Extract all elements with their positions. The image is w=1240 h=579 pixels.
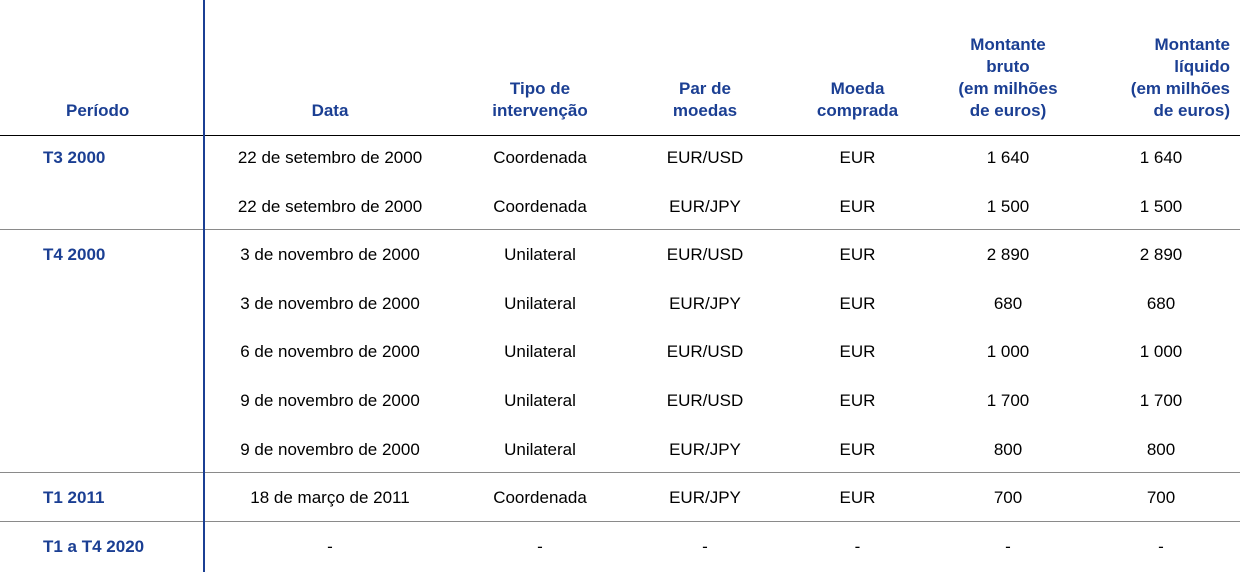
cell-montante-liquido-row-6: 1 700 — [1139, 391, 1183, 410]
cell-montante-bruto-row-4: 680 — [993, 293, 1023, 313]
cell-montante-liquido-row-1: 1 640 — [1139, 148, 1183, 167]
cell-data-row-7: 9 de novembro de 2000 — [240, 439, 420, 459]
header-montante-liquido: Montante líquido (em milhões de euros) — [1130, 35, 1230, 120]
group-separator-1 — [0, 229, 1240, 230]
header-periodo: Período — [66, 101, 130, 120]
cell-montante-bruto-row-9: - — [1005, 536, 1011, 556]
cell-moeda-comprada-row-7: EUR — [839, 439, 876, 459]
cell-moeda-comprada-row-1: EUR — [839, 148, 876, 167]
period-label-t1-2011: T1 2011 — [43, 488, 105, 508]
cell-data-row-6: 9 de novembro de 2000 — [240, 391, 420, 410]
cell-montante-liquido-row-5: 1 000 — [1139, 342, 1183, 362]
cell-moeda-comprada-row-5: EUR — [839, 342, 876, 362]
period-label-t1-a-t4-2020: T1 a T4 2020 — [43, 536, 145, 556]
header-montante-bruto: Montante bruto (em milhões de euros) — [958, 35, 1058, 120]
cell-tipo-de-intervencao-row-8: Coordenada — [493, 488, 587, 508]
cell-data-row-3: 3 de novembro de 2000 — [240, 245, 420, 265]
cell-tipo-de-intervencao-row-7: Unilateral — [504, 439, 576, 459]
cell-tipo-de-intervencao-row-1: Coordenada — [493, 148, 587, 167]
header-par-de-moedas: Par de moedas — [672, 79, 738, 120]
cell-montante-liquido-row-8: 700 — [1146, 488, 1176, 508]
group-separator-3 — [0, 521, 1240, 522]
header-rule — [0, 135, 1240, 136]
cell-par-de-moedas-row-1: EUR/USD — [666, 148, 744, 167]
cell-moeda-comprada-row-9: - — [854, 536, 861, 556]
cell-moeda-comprada-row-2: EUR — [839, 196, 876, 216]
cell-moeda-comprada-row-6: EUR — [839, 391, 876, 410]
period-label-t4-2000: T4 2000 — [43, 245, 106, 265]
cell-tipo-de-intervencao-row-5: Unilateral — [504, 342, 576, 362]
cell-data-row-9: - — [327, 536, 333, 556]
cell-data-row-1: 22 de setembro de 2000 — [237, 148, 423, 167]
cell-montante-bruto-row-2: 1 500 — [986, 196, 1030, 216]
period-column-divider — [203, 0, 205, 572]
cell-montante-bruto-row-8: 700 — [993, 488, 1023, 508]
cell-par-de-moedas-row-5: EUR/USD — [666, 342, 744, 362]
header-moeda-comprada: Moeda comprada — [816, 79, 899, 120]
cell-data-row-4: 3 de novembro de 2000 — [240, 293, 420, 313]
cell-montante-bruto-row-5: 1 000 — [986, 342, 1030, 362]
header-data: Data — [311, 101, 349, 120]
cell-montante-liquido-row-2: 1 500 — [1139, 196, 1183, 216]
cell-data-row-8: 18 de março de 2011 — [250, 488, 410, 508]
cell-par-de-moedas-row-6: EUR/USD — [666, 391, 744, 410]
cell-montante-bruto-row-7: 800 — [993, 439, 1023, 459]
cell-par-de-moedas-row-9: - — [702, 536, 708, 556]
cell-data-row-5: 6 de novembro de 2000 — [240, 342, 420, 362]
cell-moeda-comprada-row-3: EUR — [839, 245, 876, 265]
cell-tipo-de-intervencao-row-6: Unilateral — [504, 391, 576, 410]
cell-data-row-2: 22 de setembro de 2000 — [237, 196, 423, 216]
cell-moeda-comprada-row-4: EUR — [839, 293, 876, 313]
cell-tipo-de-intervencao-row-2: Coordenada — [493, 196, 587, 216]
cell-par-de-moedas-row-4: EUR/JPY — [669, 293, 741, 313]
cell-par-de-moedas-row-7: EUR/JPY — [669, 439, 741, 459]
cell-moeda-comprada-row-8: EUR — [839, 488, 876, 508]
cell-par-de-moedas-row-3: EUR/USD — [666, 245, 744, 265]
cell-montante-liquido-row-4: 680 — [1146, 293, 1176, 313]
cell-montante-bruto-row-6: 1 700 — [986, 391, 1030, 410]
cell-montante-liquido-row-7: 800 — [1146, 439, 1176, 459]
cell-montante-bruto-row-3: 2 890 — [986, 245, 1030, 265]
header-tipo-de-intervencao: Tipo de intervenção — [492, 79, 588, 120]
cell-par-de-moedas-row-2: EUR/JPY — [669, 196, 741, 216]
cell-montante-liquido-row-3: 2 890 — [1139, 245, 1183, 265]
cell-montante-bruto-row-1: 1 640 — [986, 148, 1030, 167]
cell-tipo-de-intervencao-row-4: Unilateral — [504, 293, 576, 313]
cell-montante-liquido-row-9: - — [1158, 536, 1164, 556]
cell-par-de-moedas-row-8: EUR/JPY — [669, 488, 741, 508]
cell-tipo-de-intervencao-row-9: - — [537, 536, 543, 556]
cell-tipo-de-intervencao-row-3: Unilateral — [504, 245, 576, 265]
period-label-t3-2000: T3 2000 — [43, 148, 106, 167]
group-separator-2 — [0, 472, 1240, 473]
